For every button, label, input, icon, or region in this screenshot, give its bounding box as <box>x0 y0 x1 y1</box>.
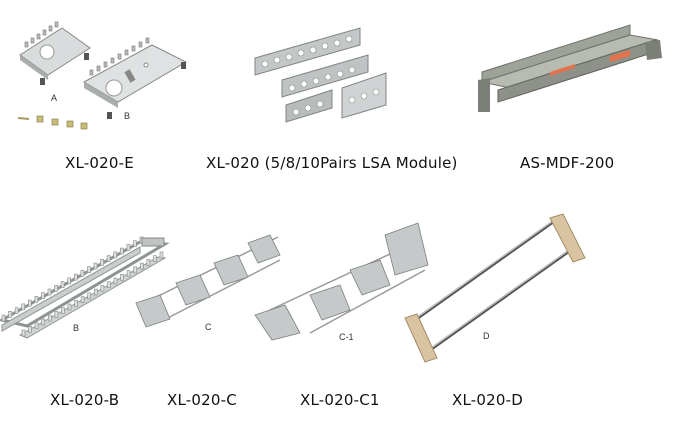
frame-tooth <box>133 240 137 248</box>
frame-tooth <box>140 262 144 270</box>
frame-tooth <box>120 273 124 281</box>
frame-tooth <box>21 329 26 337</box>
frame-tooth <box>93 262 98 270</box>
frame-tooth <box>87 292 91 300</box>
rod-frame-d-image <box>404 213 586 363</box>
frame-tooth <box>28 326 32 333</box>
frame-tooth <box>100 285 105 292</box>
frame-tooth <box>54 311 59 318</box>
frame-tooth <box>126 270 131 277</box>
frame-tooth <box>100 258 104 266</box>
sub-label-c: C <box>205 322 212 332</box>
frame-tooth <box>126 244 131 251</box>
frame-tooth <box>74 300 78 307</box>
frame-tooth <box>61 307 65 314</box>
frame-tooth <box>146 259 151 266</box>
frame-c1-image <box>254 222 429 341</box>
frame-tooth <box>1 314 6 322</box>
frame-tooth <box>47 288 52 296</box>
frame-tooth <box>120 247 124 255</box>
sub-label-a: A <box>51 93 58 103</box>
frame-tooth <box>133 266 137 274</box>
mounting-plate-b-image <box>82 37 188 119</box>
frame-tooth <box>21 303 26 311</box>
sub-label-b-frame: B <box>73 323 80 333</box>
frame-tooth <box>34 296 39 303</box>
frame-tooth <box>27 299 32 307</box>
frame-tooth <box>113 277 118 285</box>
frame-tooth <box>54 285 58 292</box>
frame-tooth <box>41 292 45 299</box>
frame-tooth <box>14 307 19 314</box>
frame-tooth <box>106 255 111 262</box>
frame-tooth <box>80 296 85 303</box>
frame-tooth <box>67 277 71 285</box>
caption-xl-020-b: XL-020-B <box>50 391 120 409</box>
sub-label-d: D <box>483 331 490 341</box>
frame-tooth <box>41 318 46 326</box>
frame-tooth <box>74 273 78 281</box>
frame-tooth <box>107 281 111 289</box>
sub-label-b: B <box>124 111 131 121</box>
lsa-brackets-image <box>254 27 387 123</box>
frame-c-image <box>135 234 281 328</box>
frame-tooth <box>94 288 98 296</box>
caption-xl-020: XL-020 (5/8/10Pairs LSA Module) <box>206 154 458 172</box>
caption-xl-020-c1: XL-020-C1 <box>300 391 380 409</box>
frame-tooth <box>8 311 12 318</box>
mounting-plate-a-image <box>19 21 91 85</box>
frame-b-image <box>0 236 170 339</box>
sub-label-c1: C-1 <box>339 332 354 342</box>
frame-tooth <box>60 281 65 288</box>
frame-tooth <box>153 255 157 263</box>
caption-xl-020-d: XL-020-D <box>452 391 523 409</box>
frame-tooth <box>67 303 72 311</box>
frame-tooth <box>87 266 91 274</box>
mdf-rail-image <box>478 24 662 112</box>
screws-image <box>17 115 88 130</box>
frame-tooth <box>47 314 52 322</box>
caption-xl-020-e: XL-020-E <box>65 154 134 172</box>
caption-xl-020-c: XL-020-C <box>167 391 237 409</box>
frame-tooth <box>159 251 164 259</box>
frame-tooth <box>80 270 85 277</box>
caption-as-mdf-200: AS-MDF-200 <box>520 154 615 172</box>
frame-tooth <box>34 322 39 329</box>
frame-tooth <box>113 251 117 259</box>
